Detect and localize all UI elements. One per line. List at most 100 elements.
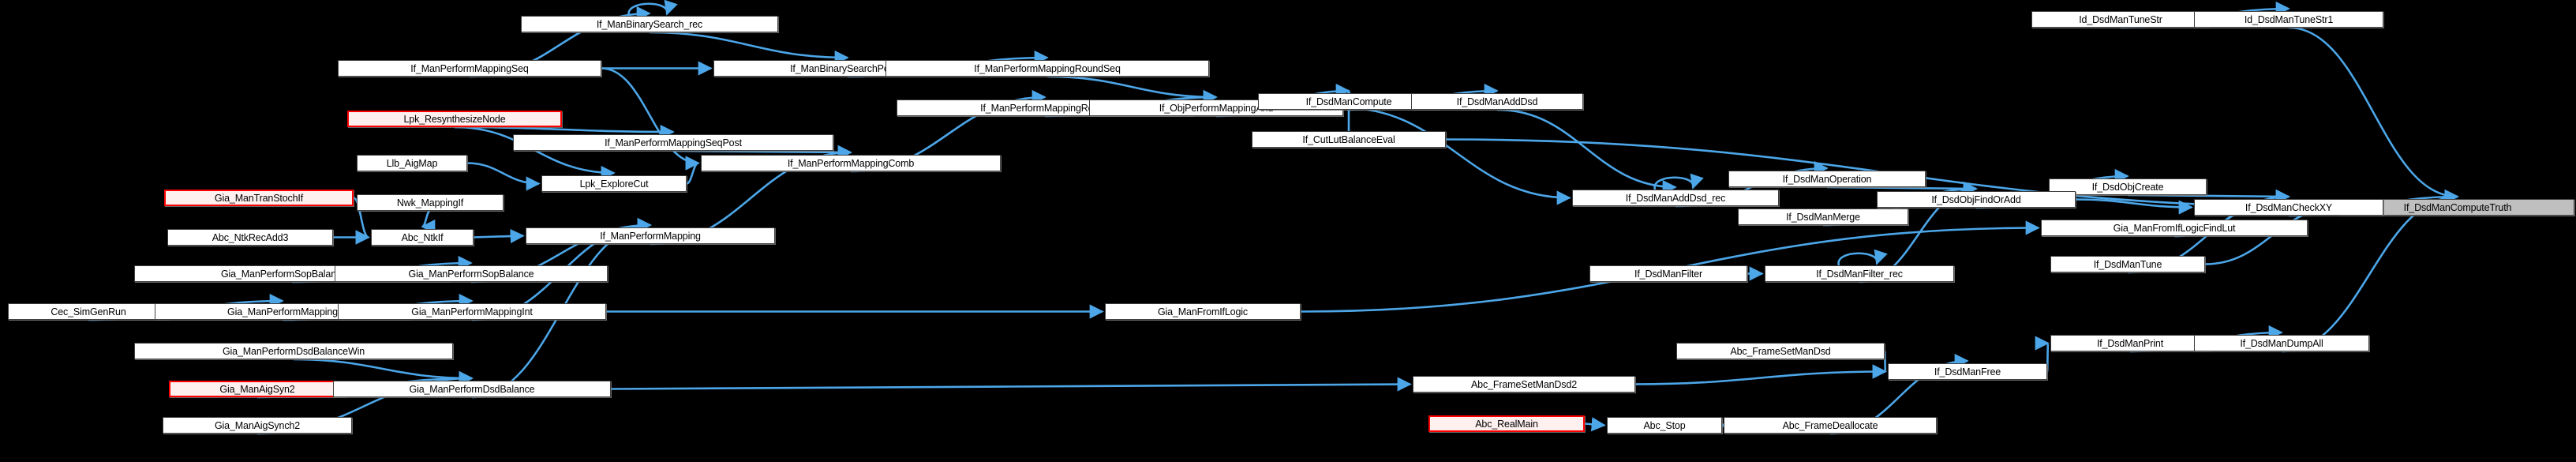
- edge-n10-to-n12: [454, 124, 675, 140]
- graph-node-label: Gia_ManPerformMapping: [227, 306, 338, 317]
- graph-node-gia-manfromiflogic[interactable]: Gia_ManFromIfLogic: [1105, 303, 1301, 320]
- graph-node-label: If_DsdManAddDsd: [1456, 96, 1538, 107]
- graph-node-if-dsdmanprint[interactable]: If_DsdManPrint: [2050, 335, 2210, 351]
- graph-node-abc-framedeallocate[interactable]: Abc_FrameDeallocate: [1724, 417, 1937, 434]
- graph-node-label: Gia_ManPerformDsdBalance: [409, 383, 535, 395]
- graph-node-label: Cec_SimGenRun: [51, 306, 126, 317]
- graph-node-lpk-explorecut[interactable]: Lpk_ExploreCut: [541, 175, 687, 192]
- edge-n43-to-n44: [610, 377, 1412, 392]
- graph-node-label: Abc_FrameSetManDsd2: [1470, 378, 1577, 390]
- graph-node-label: If_DsdManFilter_rec: [1816, 268, 1903, 280]
- graph-node-id-dsdmantunestr1[interactable]: Id_DsdManTuneStr1: [2194, 11, 2383, 28]
- graph-node-label: If_ManPerformMappingComb: [787, 157, 915, 169]
- graph-node-abc-framesetmandsd[interactable]: Abc_FrameSetManDsd: [1676, 343, 1885, 359]
- graph-node-label: If_DsdManComputeTruth: [2403, 201, 2512, 213]
- graph-node-if-manperformmapping[interactable]: If_ManPerformMapping: [526, 227, 775, 244]
- graph-node-if-dsdmanfilter-rec[interactable]: If_DsdManFilter_rec: [1765, 265, 1954, 282]
- edge-n41-to-n18: [2281, 189, 2459, 353]
- graph-node-llb-aigmap[interactable]: Llb_AigMap: [357, 155, 467, 171]
- edge-n7-to-n20: [1342, 107, 1571, 205]
- graph-node-gia-manaigsynch2[interactable]: Gia_ManAigSynch2: [163, 417, 352, 434]
- graph-node-if-manbinarysearch-rec[interactable]: If_ManBinarySearch_rec: [521, 16, 778, 32]
- graph-node-label: If_ObjPerformMappingAnd: [1159, 102, 1274, 114]
- graph-node-label: If_DsdManPrint: [2096, 337, 2164, 349]
- graph-node-nwk-mappingif[interactable]: Nwk_MappingIf: [357, 194, 504, 211]
- graph-node-label: Abc_NtkRecAdd3: [212, 231, 289, 243]
- edge-n31-to-n31: [1837, 249, 1888, 266]
- graph-node-if-dsdmanfilter[interactable]: If_DsdManFilter: [1589, 265, 1747, 282]
- graph-node-label: If_DsdManCompute: [1305, 96, 1392, 107]
- graph-node-label: If_DsdManFilter: [1634, 268, 1702, 280]
- edge-n9-to-n20: [1496, 108, 1677, 195]
- graph-node-if-manperformmappingroundseq[interactable]: If_ManPerformMappingRoundSeq: [886, 60, 1209, 77]
- graph-node-label: If_DsdManAddDsd_rec: [1625, 192, 1726, 204]
- edge-n17-to-n22: [2127, 189, 2290, 204]
- graph-node-label: If_DsdManFree: [1934, 366, 2001, 377]
- graph-node-if-dsdmandumpall[interactable]: If_DsdManDumpAll: [2194, 335, 2369, 351]
- graph-node-label: Abc_FrameDeallocate: [1782, 419, 1878, 431]
- edge-n26-to-n27: [421, 209, 436, 235]
- edge-n21-to-n22: [2075, 198, 2193, 215]
- graph-node-if-cutlutbalanceeval[interactable]: If_CutLutBalanceEval: [1252, 131, 1446, 148]
- graph-node-if-dsdmanadddsd-rec[interactable]: If_DsdManAddDsd_rec: [1572, 190, 1779, 206]
- graph-node-id-dsdmantunestr[interactable]: Id_DsdManTuneStr: [2031, 11, 2210, 28]
- graph-node-if-dsdmanoperation[interactable]: If_DsdManOperation: [1728, 171, 1926, 187]
- graph-node-label: Id_DsdManTuneStr: [2079, 13, 2162, 25]
- graph-node-abc-realmain[interactable]: Abc_RealMain: [1428, 415, 1585, 432]
- graph-node-label: Abc_Stop: [1643, 419, 1686, 431]
- graph-node-label: If_DsdObjFindOrAdd: [1931, 193, 2021, 205]
- graph-node-abc-framesetmandsd2[interactable]: Abc_FrameSetManDsd2: [1413, 376, 1635, 393]
- edge-n20-to-n20: [1653, 173, 1704, 190]
- edge-n45-to-n40: [2034, 336, 2050, 373]
- graph-node-label: Gia_ManAigSyn2: [219, 383, 295, 395]
- graph-node-gia-manperformdsdbalancewin[interactable]: Gia_ManPerformDsdBalanceWin: [134, 343, 453, 359]
- graph-node-if-manperformmappingseqpost[interactable]: If_ManPerformMappingSeqPost: [513, 134, 833, 151]
- graph-node-lpk-resynthesizenode[interactable]: Lpk_ResynthesizeNode: [347, 111, 562, 127]
- graph-node-gia-mantranstochif[interactable]: Gia_ManTranStochIf: [164, 190, 354, 206]
- graph-node-label: Lpk_ResynthesizeNode: [403, 113, 506, 125]
- edge-n3-to-n13: [601, 67, 700, 171]
- graph-node-if-dsdmanadddsd[interactable]: If_DsdManAddDsd: [1411, 93, 1583, 110]
- graph-node-if-dsdmanmerge[interactable]: If_DsdManMerge: [1738, 208, 1908, 225]
- graph-node-label: Gia_ManPerformSopBalance: [408, 268, 534, 280]
- graph-node-abc-stop[interactable]: Abc_Stop: [1607, 417, 1722, 434]
- graph-node-if-dsdobjfindoradd[interactable]: If_DsdObjFindOrAdd: [1877, 191, 2076, 208]
- graph-node-label: Gia_ManPerformDsdBalanceWin: [222, 345, 365, 357]
- edge-n15-to-n13: [685, 156, 700, 185]
- graph-node-if-dsdmantune[interactable]: If_DsdManTune: [2050, 256, 2205, 272]
- graph-node-if-dsdmanfree[interactable]: If_DsdManFree: [1888, 363, 2047, 380]
- graph-node-label: Abc_FrameSetManDsd: [1730, 345, 1831, 357]
- edge-n46-to-n47: [1584, 417, 1606, 432]
- edge-n5-to-n7: [1046, 75, 1218, 105]
- graph-node-if-manperformmappingseq[interactable]: If_ManPerformMappingSeq: [338, 60, 601, 77]
- graph-node-abc-ntkif[interactable]: Abc_NtkIf: [371, 229, 474, 246]
- graph-node-gia-manfromiflogicfindlut[interactable]: Gia_ManFromIfLogicFindLut: [2041, 220, 2308, 236]
- graph-node-if-manperformmappingcomb[interactable]: If_ManPerformMappingComb: [701, 155, 1001, 171]
- graph-node-label: Gia_ManFromIfLogicFindLut: [2113, 222, 2236, 234]
- graph-node-label: If_ManPerformMappingSeqPost: [605, 137, 742, 148]
- graph-node-abc-ntkrecadd3[interactable]: Abc_NtkRecAdd3: [167, 229, 333, 246]
- graph-node-label: If_ManPerformMapping: [600, 230, 701, 242]
- graph-node-label: If_CutLutBalanceEval: [1302, 133, 1395, 145]
- edge-n14-to-n15: [466, 162, 541, 191]
- graph-node-label: If_DsdManDumpAll: [2240, 337, 2323, 349]
- graph-node-label: Nwk_MappingIf: [396, 197, 464, 208]
- graph-node-label: If_ManBinarySearch_rec: [596, 18, 703, 30]
- graph-node-label: Lpk_ExploreCut: [579, 178, 649, 190]
- edge-n0-to-n4: [649, 31, 849, 66]
- graph-node-label: If_DsdManMerge: [1786, 211, 1860, 223]
- edge-n44-to-n45: [1634, 364, 1887, 385]
- edge-n27-to-n28: [473, 228, 525, 244]
- graph-node-label: Gia_ManPerformMappingInt: [411, 306, 533, 317]
- graph-node-gia-manaigsyn2[interactable]: Gia_ManAigSyn2: [169, 381, 346, 397]
- graph-node-gia-manperformsopbalance[interactable]: Gia_ManPerformSopBalance: [335, 265, 608, 282]
- graph-node-label: If_DsdObjCreate: [2091, 181, 2164, 193]
- graph-node-gia-manperformmappingint[interactable]: Gia_ManPerformMappingInt: [338, 303, 606, 320]
- graph-node-label: If_ManPerformMappingSeq: [410, 62, 529, 74]
- graph-node-if-dsdmancheckxy[interactable]: If_DsdManCheckXY: [2194, 199, 2383, 216]
- graph-node-gia-manperformdsdbalance[interactable]: Gia_ManPerformDsdBalance: [333, 381, 611, 397]
- graph-node-label: Abc_RealMain: [1475, 418, 1538, 430]
- graph-node-label: If_DsdManCheckXY: [2245, 201, 2333, 213]
- graph-node-label: Id_DsdManTuneStr1: [2244, 13, 2334, 25]
- graph-node-cec-simgenrun[interactable]: Cec_SimGenRun: [8, 303, 169, 320]
